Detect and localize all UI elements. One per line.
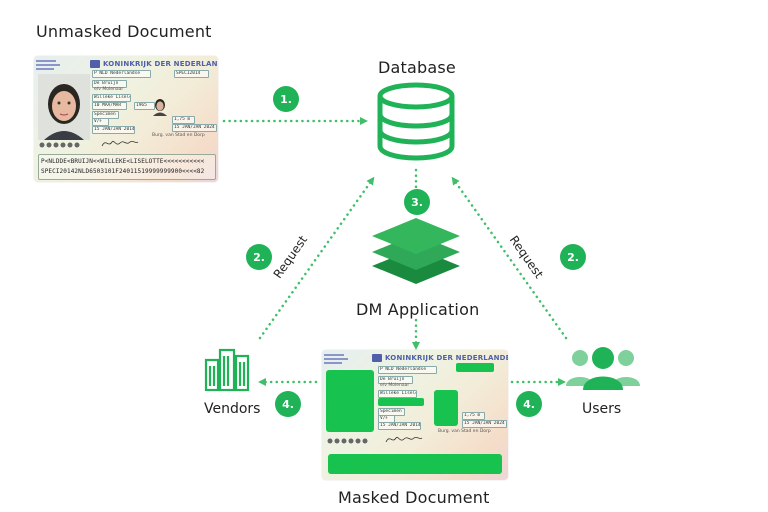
sex-field: V/F <box>92 118 109 126</box>
users-group-icon <box>566 347 640 390</box>
eu-flag-icon <box>372 354 382 362</box>
edge-users-to-database <box>451 176 568 340</box>
buildings-icon <box>204 348 250 392</box>
height-field: 1,75 m <box>462 412 485 420</box>
surname-secondary: e/v Molenaar <box>94 87 124 92</box>
surname-field: De Bruijn <box>92 80 127 88</box>
authority-text: Burg. van Stad en Dorp <box>438 429 491 434</box>
card-header: KONINKRIJK DER NEDERLANDEN <box>385 354 508 362</box>
portrait-photo <box>38 74 90 140</box>
mrz-line-1: P<NLDDE<BRUIJN<<WILLEKE<LISELOTTE<<<<<<<… <box>41 158 205 165</box>
database-icon <box>377 82 455 161</box>
step-2-badge-left: 2. <box>246 244 272 270</box>
mrz-mask <box>328 454 502 474</box>
mrz-line-2: SPECI20142NLD6503101F24011519999999900<<… <box>41 168 205 175</box>
nationality-field: P NLD Nederlandse <box>378 366 437 374</box>
step-1-badge: 1. <box>273 86 299 112</box>
given-names-field: Willeke Liselotte <box>92 94 131 102</box>
layers-icon <box>372 218 460 284</box>
ghost-photo <box>152 96 168 116</box>
surname-field: De Bruijn <box>378 376 413 384</box>
nationality-field: P NLD Nederlandse <box>92 70 151 78</box>
surname-secondary: e/v Molenaar <box>380 383 410 388</box>
step-3-badge: 3. <box>404 189 430 215</box>
unmasked-id-card: KONINKRIJK DER NEDERLANDEN P NLD Nederla… <box>34 56 218 182</box>
document-number-mask <box>456 363 494 372</box>
step-2-badge-right: 2. <box>560 244 586 270</box>
card-side-text-block <box>324 354 350 366</box>
photo-mask <box>326 370 374 432</box>
card-side-text-block <box>36 60 62 72</box>
expiry-date-field: 15 JAN/JAN 2024 <box>172 124 217 132</box>
birth-date-mask <box>378 398 424 406</box>
edge-vendors-to-database <box>258 176 375 340</box>
step-4-badge-left: 4. <box>275 391 301 417</box>
dm-application-title: DM Application <box>356 300 480 319</box>
height-field: 1,75 m <box>172 116 195 124</box>
masked-document-title: Masked Document <box>338 488 490 507</box>
document-number-field: SPECI2014 <box>174 70 209 78</box>
issue-date-field: 15 JAN/JAN 2014 <box>92 126 135 134</box>
users-label: Users <box>582 401 622 417</box>
database-title: Database <box>378 58 456 77</box>
issue-date-field: 15 JAN/JAN 2014 <box>378 422 421 430</box>
expiry-date-field: 15 JAN/JAN 2024 <box>462 420 507 428</box>
dot-row <box>327 438 368 444</box>
signature-mark <box>385 436 423 443</box>
birth-year-field: 1965 <box>134 102 155 110</box>
vendors-label: Vendors <box>204 401 261 417</box>
dot-row <box>39 142 80 148</box>
mrz-zone: P<NLDDE<BRUIJN<<WILLEKE<LISELOTTE<<<<<<<… <box>38 154 216 180</box>
eu-flag-icon <box>90 60 100 68</box>
signature-mark <box>101 140 139 147</box>
birth-date-field: 10 MAA/MAR <box>92 102 127 110</box>
card-header: KONINKRIJK DER NEDERLANDEN <box>103 60 218 68</box>
authority-text: Burg. van Stad en Dorp <box>152 133 205 138</box>
ghost-photo-mask <box>434 390 458 426</box>
masked-id-card: KONINKRIJK DER NEDERLANDEN P NLD Nederla… <box>322 350 508 480</box>
unmasked-document-title: Unmasked Document <box>36 22 212 41</box>
given-names-field: Willeke Liselotte <box>378 390 417 398</box>
step-4-badge-right: 4. <box>516 391 542 417</box>
